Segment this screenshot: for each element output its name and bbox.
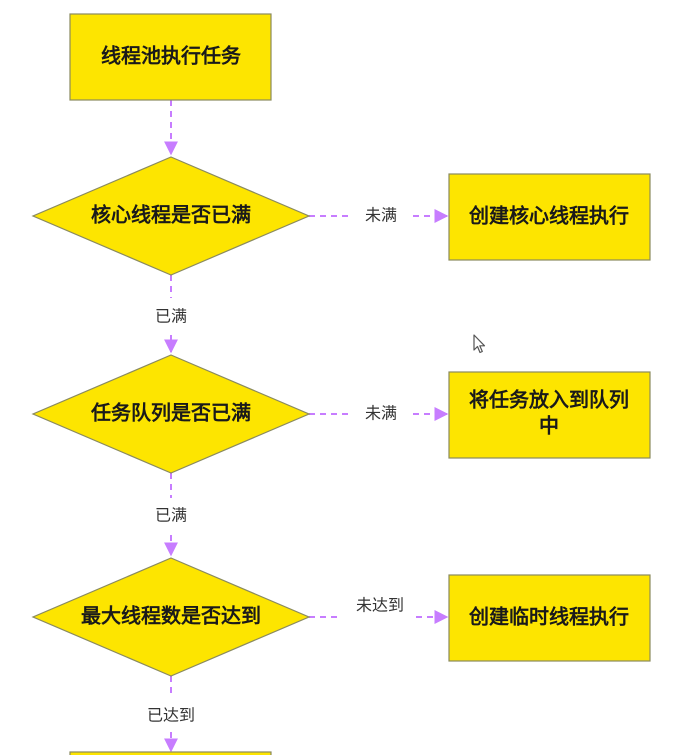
edge-label-d3-reached: 已达到 [147,706,195,725]
edge-label-d2-not-full: 未满 [365,404,397,423]
start-node [69,13,272,101]
decision3-node [31,557,311,677]
action1-node [448,173,651,261]
action3-node [448,574,651,662]
edge-label-d2-full: 已满 [155,506,187,525]
decision1-label: 核心线程是否已满 [91,203,251,227]
action2-node [448,371,651,459]
edge-label-d1-full: 已满 [155,307,187,326]
edge-label-d1-not-full: 未满 [365,206,397,225]
edge-label-d3-not-reached: 未达到 [356,596,404,615]
action2-label-line1: 将任务放入到队列 [469,388,629,412]
mouse-cursor-icon [473,334,486,354]
decision2-label: 任务队列是否已满 [90,401,251,425]
next-node-partial [69,751,272,755]
decision1-node [31,156,311,276]
action2-label-line2: 中 [539,414,559,438]
start-node-label: 线程池执行任务 [101,44,242,68]
action3-label: 创建临时线程执行 [468,605,629,629]
action1-label: 创建核心线程执行 [468,204,629,228]
decision3-label: 最大线程数是否达到 [81,604,261,628]
decision2-node [31,354,311,474]
